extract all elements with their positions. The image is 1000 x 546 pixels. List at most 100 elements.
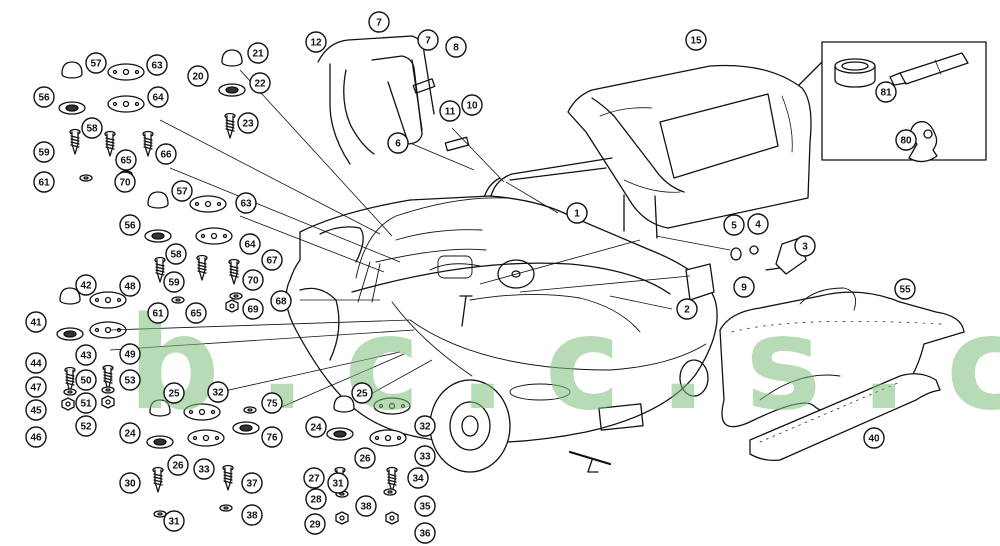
callout-number: 80 bbox=[900, 136, 912, 147]
callout-number: 52 bbox=[80, 422, 92, 433]
callout-number: 32 bbox=[212, 388, 224, 399]
callout-49: 49 bbox=[119, 343, 141, 365]
callout-number: 75 bbox=[266, 399, 278, 410]
callout-29: 29 bbox=[304, 513, 326, 535]
callout-64: 64 bbox=[147, 86, 169, 108]
callout-10: 10 bbox=[461, 94, 483, 116]
callout-number: 3 bbox=[802, 242, 808, 253]
callout-number: 4 bbox=[755, 220, 761, 231]
callout-33: 33 bbox=[193, 458, 215, 480]
callout-48: 48 bbox=[119, 275, 141, 297]
callout-3: 3 bbox=[794, 235, 816, 257]
callout-number: 68 bbox=[275, 297, 287, 308]
callout-number: 31 bbox=[168, 517, 180, 528]
callout-number: 32 bbox=[419, 422, 431, 433]
callout-number: 29 bbox=[309, 520, 321, 531]
callout-80: 80 bbox=[895, 129, 917, 151]
callout-56: 56 bbox=[119, 214, 141, 236]
fastener-key-tool bbox=[908, 121, 938, 163]
callout-number: 28 bbox=[310, 495, 322, 506]
hood-soft-top bbox=[567, 64, 812, 239]
callout-44: 44 bbox=[25, 352, 47, 374]
callout-number: 70 bbox=[119, 178, 131, 189]
callout-66: 66 bbox=[155, 143, 177, 165]
callout-number: 9 bbox=[741, 283, 747, 294]
hood-frame-upper bbox=[317, 35, 470, 165]
callout-7: 7 bbox=[417, 29, 439, 51]
callout-24: 24 bbox=[305, 416, 327, 438]
callout-number: 41 bbox=[30, 318, 42, 329]
callout-number: 56 bbox=[124, 221, 136, 232]
callout-43: 43 bbox=[75, 344, 97, 366]
callout-65: 65 bbox=[185, 302, 207, 324]
callout-number: 58 bbox=[86, 124, 98, 135]
callout-number: 63 bbox=[240, 199, 252, 210]
callout-32: 32 bbox=[414, 415, 436, 437]
callout-75: 75 bbox=[261, 392, 283, 414]
callout-30: 30 bbox=[119, 472, 141, 494]
callout-number: 38 bbox=[360, 502, 372, 513]
callout-number: 1 bbox=[574, 209, 580, 220]
callout-number: 64 bbox=[152, 93, 164, 104]
callout-number: 15 bbox=[690, 36, 702, 47]
callout-number: 70 bbox=[247, 276, 259, 287]
callout-number: 48 bbox=[124, 282, 136, 293]
callout-8: 8 bbox=[445, 36, 467, 58]
callout-number: 8 bbox=[453, 43, 459, 54]
callout-number: 25 bbox=[168, 389, 180, 400]
callout-57: 57 bbox=[85, 52, 107, 74]
callout-number: 33 bbox=[419, 452, 431, 463]
callout-57: 57 bbox=[171, 180, 193, 202]
callout-number: 31 bbox=[332, 479, 344, 490]
callout-50: 50 bbox=[75, 369, 97, 391]
callout-58: 58 bbox=[81, 117, 103, 139]
callout-number: 21 bbox=[252, 49, 264, 60]
callout-number: 35 bbox=[419, 502, 431, 513]
callout-51: 51 bbox=[75, 392, 97, 414]
callout-59: 59 bbox=[163, 271, 185, 293]
callout-number: 56 bbox=[38, 93, 50, 104]
callout-56: 56 bbox=[33, 86, 55, 108]
callout-59: 59 bbox=[33, 141, 55, 163]
callout-number: 59 bbox=[168, 278, 180, 289]
callout-61: 61 bbox=[147, 302, 169, 324]
callout-22: 22 bbox=[249, 72, 271, 94]
callout-55: 55 bbox=[894, 278, 916, 300]
callout-number: 24 bbox=[124, 429, 136, 440]
callout-63: 63 bbox=[146, 54, 168, 76]
callout-25: 25 bbox=[163, 382, 185, 404]
callout-34: 34 bbox=[407, 467, 429, 489]
callout-20: 20 bbox=[187, 65, 209, 87]
callout-15: 15 bbox=[685, 29, 707, 51]
callout-number: 61 bbox=[152, 309, 164, 320]
callout-24: 24 bbox=[119, 422, 141, 444]
callout-21: 21 bbox=[247, 42, 269, 64]
callout-45: 45 bbox=[25, 399, 47, 421]
callout-number: 12 bbox=[310, 38, 322, 49]
callout-28: 28 bbox=[305, 488, 327, 510]
callout-52: 52 bbox=[75, 415, 97, 437]
leader-lines bbox=[109, 69, 731, 413]
callout-70: 70 bbox=[114, 171, 136, 193]
callout-number: 76 bbox=[266, 433, 278, 444]
callout-number: 22 bbox=[254, 79, 266, 90]
callout-53: 53 bbox=[119, 369, 141, 391]
callout-number: 69 bbox=[247, 305, 259, 316]
callout-number: 34 bbox=[412, 474, 424, 485]
callout-25: 25 bbox=[351, 382, 373, 404]
callout-9: 9 bbox=[733, 276, 755, 298]
callout-number: 26 bbox=[172, 461, 184, 472]
callout-69: 69 bbox=[242, 298, 264, 320]
callout-2: 2 bbox=[676, 298, 698, 320]
callout-number: 64 bbox=[244, 240, 256, 251]
callout-number: 7 bbox=[425, 36, 431, 47]
callout-number: 26 bbox=[359, 454, 371, 465]
callout-number: 25 bbox=[356, 389, 368, 400]
callout-36: 36 bbox=[414, 522, 436, 544]
callout-65: 65 bbox=[115, 149, 137, 171]
callout-6: 6 bbox=[387, 132, 409, 154]
callout-67: 67 bbox=[261, 249, 283, 271]
callout-number: 27 bbox=[308, 474, 320, 485]
callout-number: 20 bbox=[192, 72, 204, 83]
